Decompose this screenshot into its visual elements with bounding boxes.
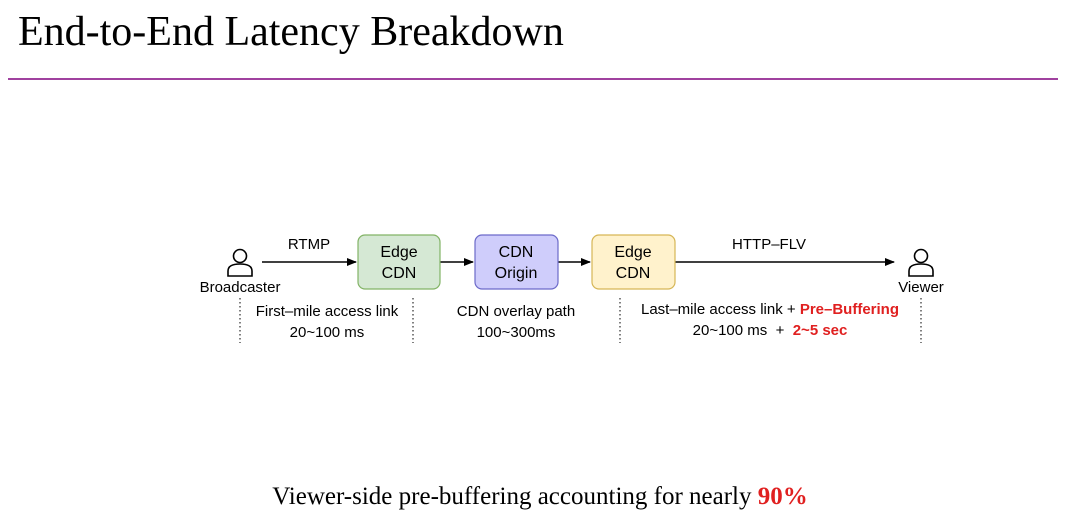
last-mile-latency: 20~100 ms + 2~5 sec — [693, 322, 848, 339]
page-title: End-to-End Latency Breakdown — [18, 9, 564, 55]
footer-caption: Viewer-side pre-buffering accounting for… — [0, 482, 1080, 512]
broadcaster-label: Broadcaster — [200, 279, 281, 296]
overlay-path-label: CDN overlay path — [457, 303, 575, 320]
viewer-person-icon — [908, 248, 934, 277]
edge-cdn-node-2: Edge CDN — [591, 234, 676, 290]
edge-cdn-node-1-line2: CDN — [382, 265, 417, 282]
cdn-origin-node-line2: Origin — [495, 265, 538, 282]
http-flv-label: HTTP–FLV — [732, 236, 806, 253]
first-mile-latency: 20~100 ms — [290, 324, 365, 341]
last-mile-latency-text: 20~100 ms + — [693, 322, 793, 339]
edge-cdn-node-1-line1: Edge — [380, 244, 417, 261]
edge-cdn-node-1: Edge CDN — [357, 234, 441, 290]
cdn-origin-node-line1: CDN — [499, 244, 534, 261]
pre-buffering-highlight: Pre–Buffering — [800, 301, 899, 318]
first-mile-label: First–mile access link — [256, 303, 399, 320]
rtmp-label: RTMP — [288, 236, 330, 253]
broadcaster-person-icon — [227, 248, 253, 277]
edge-cdn-node-2-line1: Edge — [614, 244, 651, 261]
footer-text: Viewer-side pre-buffering accounting for… — [272, 483, 758, 510]
pre-buffering-latency-highlight: 2~5 sec — [793, 322, 848, 339]
cdn-origin-node: CDN Origin — [474, 234, 559, 290]
overlay-path-latency: 100~300ms — [477, 324, 556, 341]
title-divider — [8, 78, 1058, 80]
last-mile-label-text: Last–mile access link + — [641, 301, 800, 318]
edge-cdn-node-2-line2: CDN — [616, 265, 651, 282]
last-mile-label: Last–mile access link + Pre–Buffering — [641, 301, 899, 318]
viewer-label: Viewer — [898, 279, 944, 296]
footer-highlight: 90% — [757, 483, 808, 510]
